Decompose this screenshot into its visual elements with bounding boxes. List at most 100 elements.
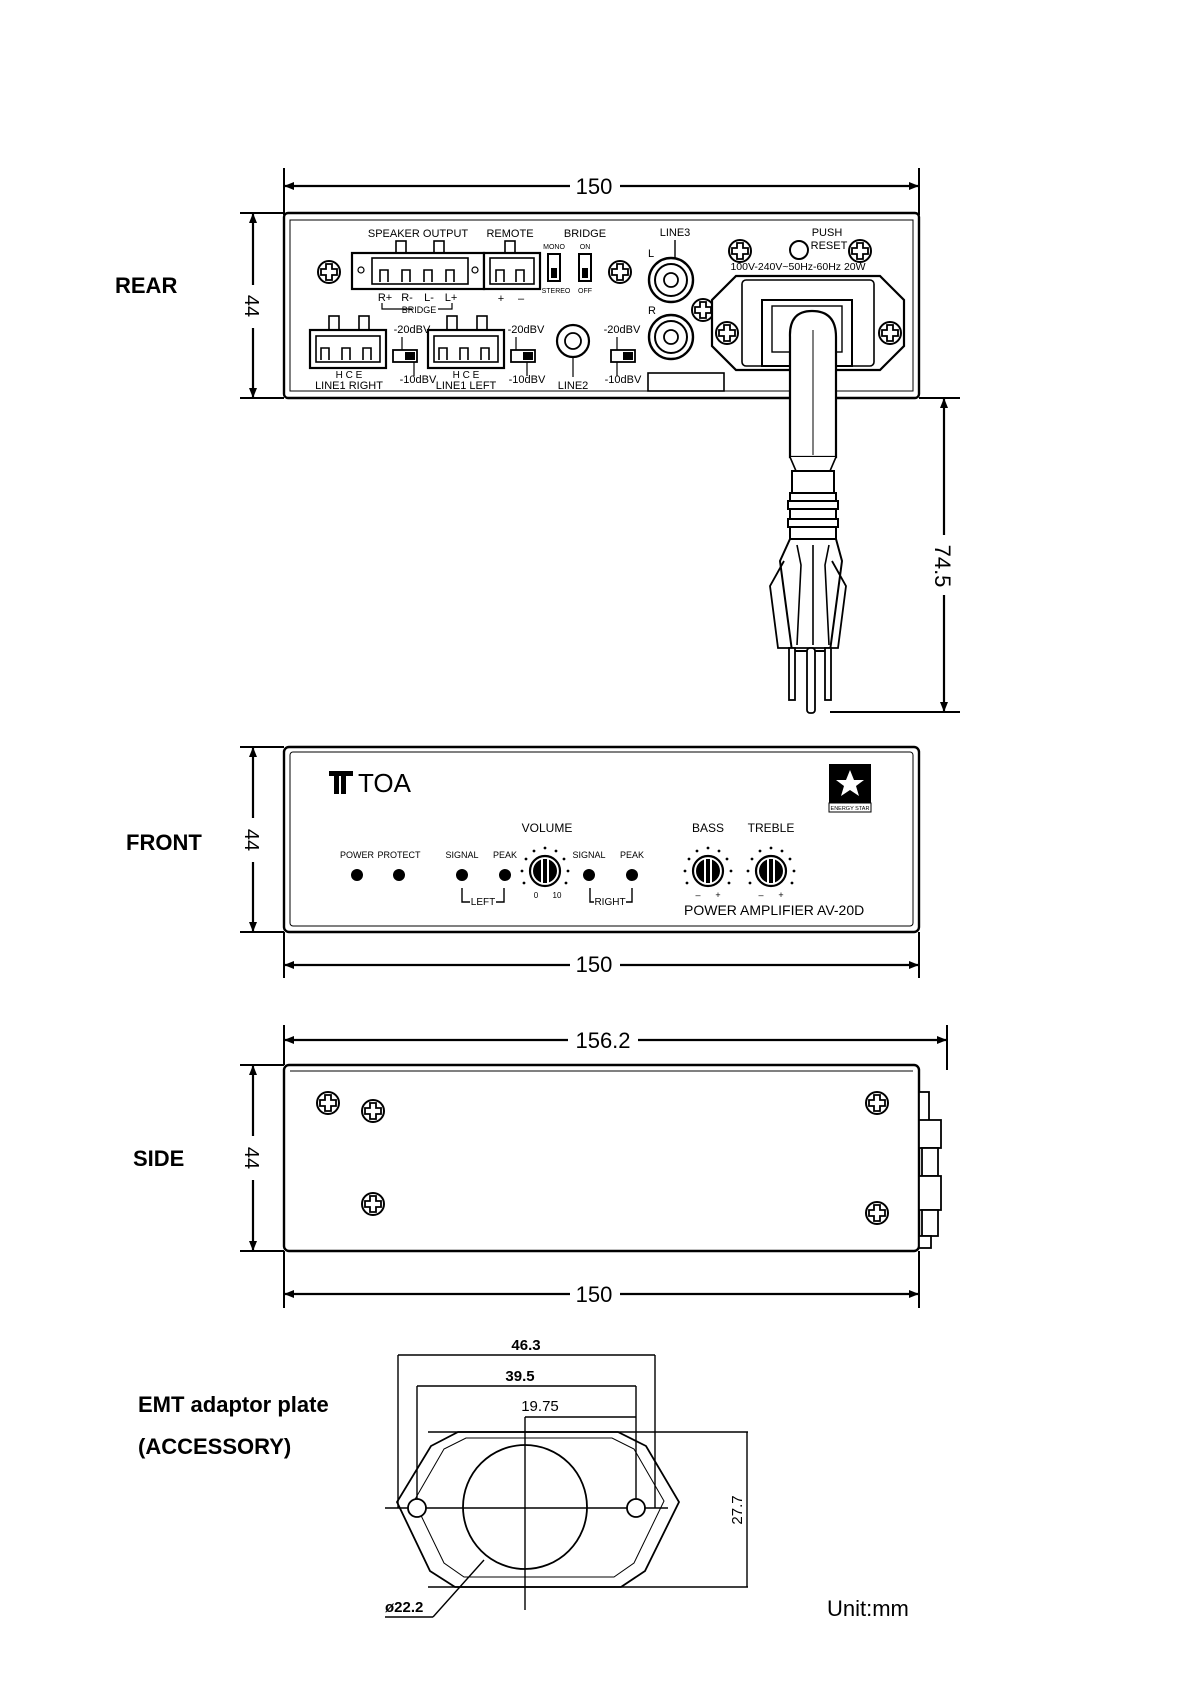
emt-accessory-label: (ACCESSORY) [138,1434,291,1459]
svg-text:PROTECT: PROTECT [377,850,421,860]
rear-screw-icon [728,239,752,263]
svg-text:74.5: 74.5 [930,545,955,588]
svg-text:OFF: OFF [578,288,592,295]
rear-screw-icon [691,298,715,322]
side-label: SIDE [133,1146,184,1171]
side-rear-connectors [918,1091,942,1249]
power-cord [769,309,847,714]
emt-mounting-hole [626,1498,646,1518]
svg-text:PEAK: PEAK [493,850,517,860]
side-screw-icon [865,1201,889,1225]
front-label: FRONT [126,830,202,855]
svg-text:ø22.2: ø22.2 [385,1599,423,1616]
svg-text:RESET: RESET [811,240,848,252]
svg-text:TOA: TOA [358,768,412,798]
svg-text:ENERGY STAR: ENERGY STAR [831,806,870,812]
bass-knob-icon [691,854,725,888]
svg-text:–: – [518,293,525,305]
svg-text:-10dBV: -10dBV [605,374,642,386]
emt-plate-outline [395,1431,681,1588]
svg-text:BRIDGE: BRIDGE [402,305,437,315]
svg-text:0: 0 [534,891,539,900]
emt-knockout-circle [462,1444,588,1570]
svg-text:-10dBV: -10dBV [400,374,437,386]
svg-text:44: 44 [240,1147,262,1169]
power-rating-text: 100V-240V~50Hz-60Hz 20W [730,261,865,273]
energy-star-logo: ENERGY STAR [828,764,872,813]
front-width-dimension: 150 [283,932,920,978]
svg-text:LINE1 RIGHT: LINE1 RIGHT [315,380,383,392]
svg-text:RIGHT: RIGHT [594,897,625,908]
line3-jacks: LINE3 L R [647,227,695,361]
svg-text:PEAK: PEAK [620,850,644,860]
svg-text:LINE1 LEFT: LINE1 LEFT [436,380,497,392]
svg-text:-10dBV: -10dBV [509,374,546,386]
emt-adaptor-plate-view: EMT adaptor plate (ACCESSORY) 46.3 39.5 … [138,1337,748,1618]
svg-text:39.5: 39.5 [505,1368,534,1385]
line1-right-terminal: H C E LINE1 RIGHT [308,315,388,392]
model-name: POWER AMPLIFIER AV-20D [684,902,864,918]
line3-level-switch: -20dBV -10dBV [604,324,642,386]
line1-right-level-switch: -20dBV -10dBV [392,324,437,386]
svg-text:27.7: 27.7 [729,1495,746,1524]
signal-left-led [456,869,468,881]
power-led [351,869,363,881]
rear-label-plate [647,372,725,392]
svg-text:VOLUME: VOLUME [522,821,573,835]
svg-text:R+: R+ [378,292,392,304]
svg-text:L+: L+ [445,292,458,304]
side-panel [282,1063,921,1253]
svg-text:L-: L- [424,292,434,304]
svg-text:BASS: BASS [692,821,724,835]
svg-text:10: 10 [553,891,562,900]
side-screw-icon [865,1091,889,1115]
rear-view: REAR 150 44 SPEAKER OUTPUT [115,168,960,714]
rear-width-dimension: 150 [283,168,920,215]
side-height-dimension: 44 [240,1064,284,1252]
svg-text:R-: R- [401,292,413,304]
protect-led [393,869,405,881]
svg-text:BRIDGE: BRIDGE [564,228,606,240]
front-height-dimension: 44 [240,746,284,933]
emt-mounting-hole [407,1498,427,1518]
push-reset-button: PUSH RESET 100V-240V~50Hz-60Hz 20W [730,227,865,273]
svg-text:156.2: 156.2 [575,1028,630,1053]
svg-text:150: 150 [576,952,613,977]
cord-length-dimension: 74.5 [830,397,960,713]
side-view: SIDE 156.2 44 [133,1025,948,1308]
svg-text:POWER: POWER [340,850,375,860]
svg-text:+: + [715,890,720,900]
rear-height-dimension: 44 [240,212,284,399]
svg-text:LINE2: LINE2 [558,380,589,392]
rear-screw-icon [848,239,872,263]
treble-knob-icon [754,854,788,888]
svg-text:–: – [695,890,700,900]
svg-text:LINE3: LINE3 [660,227,691,239]
front-view: FRONT 44 TOA ENERGY STAR POWER PROTECT S… [126,745,921,978]
svg-text:R: R [648,305,656,317]
svg-text:19.75: 19.75 [521,1398,559,1415]
svg-text:46.3: 46.3 [511,1337,540,1354]
peak-right-led [626,869,638,881]
bridge-switches: BRIDGE MONO ON STEREO OFF [542,228,606,295]
svg-text:ON: ON [580,244,591,251]
svg-text:150: 150 [576,1282,613,1307]
svg-text:REMOTE: REMOTE [486,228,533,240]
volume-knob-icon [528,854,562,888]
remote-terminal: REMOTE + – [482,228,542,305]
rear-label: REAR [115,273,177,298]
svg-text:+: + [498,293,504,305]
svg-text:-20dBV: -20dBV [604,324,641,336]
toa-logo: TOA [329,768,412,798]
svg-text:SIGNAL: SIGNAL [445,850,478,860]
svg-text:-20dBV: -20dBV [394,324,431,336]
peak-left-led [499,869,511,881]
svg-text:MONO: MONO [543,244,565,251]
svg-text:SIGNAL: SIGNAL [572,850,605,860]
svg-text:L: L [648,248,654,260]
svg-text:SPEAKER OUTPUT: SPEAKER OUTPUT [368,228,469,240]
line1-left-terminal: H C E LINE1 LEFT [426,315,506,392]
line1-left-level-switch: -20dBV -10dBV [508,324,546,386]
unit-label: Unit:mm [827,1596,909,1621]
rear-screw-icon [608,260,632,284]
